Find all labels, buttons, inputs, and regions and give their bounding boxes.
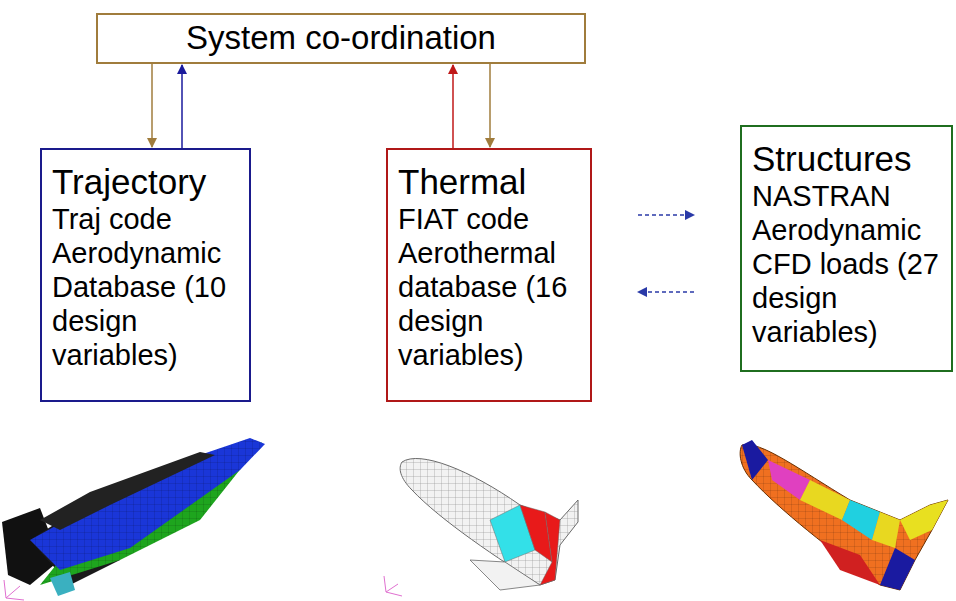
box-heading: Structures	[752, 139, 941, 180]
discipline-box: StructuresNASTRAN Aerodynamic CFD loads …	[740, 125, 953, 372]
box-heading: Trajectory	[52, 162, 239, 203]
box-heading: Thermal	[398, 162, 580, 203]
box-heading: System co-ordination	[108, 19, 574, 58]
connector-arrow	[638, 291, 694, 293]
structures-vehicle	[740, 440, 948, 590]
box-body: Traj code Aerodynamic Database (10 desig…	[52, 203, 239, 373]
discipline-box: TrajectoryTraj code Aerodynamic Database…	[40, 148, 251, 402]
trajectory-vehicle	[2, 438, 265, 600]
box-body: NASTRAN Aerodynamic CFD loads (27 design…	[752, 180, 941, 350]
discipline-box: ThermalFIAT code Aerothermal database (1…	[386, 148, 592, 402]
connector-arrow	[638, 214, 694, 216]
connector-arrow	[489, 64, 491, 147]
connector-arrow	[181, 65, 183, 148]
thermal-vehicle	[384, 459, 578, 596]
coordination-box: System co-ordination	[96, 13, 586, 64]
connector-arrow	[452, 65, 454, 148]
box-body: FIAT code Aerothermal database (16 desig…	[398, 203, 580, 373]
connector-arrow	[151, 64, 153, 147]
